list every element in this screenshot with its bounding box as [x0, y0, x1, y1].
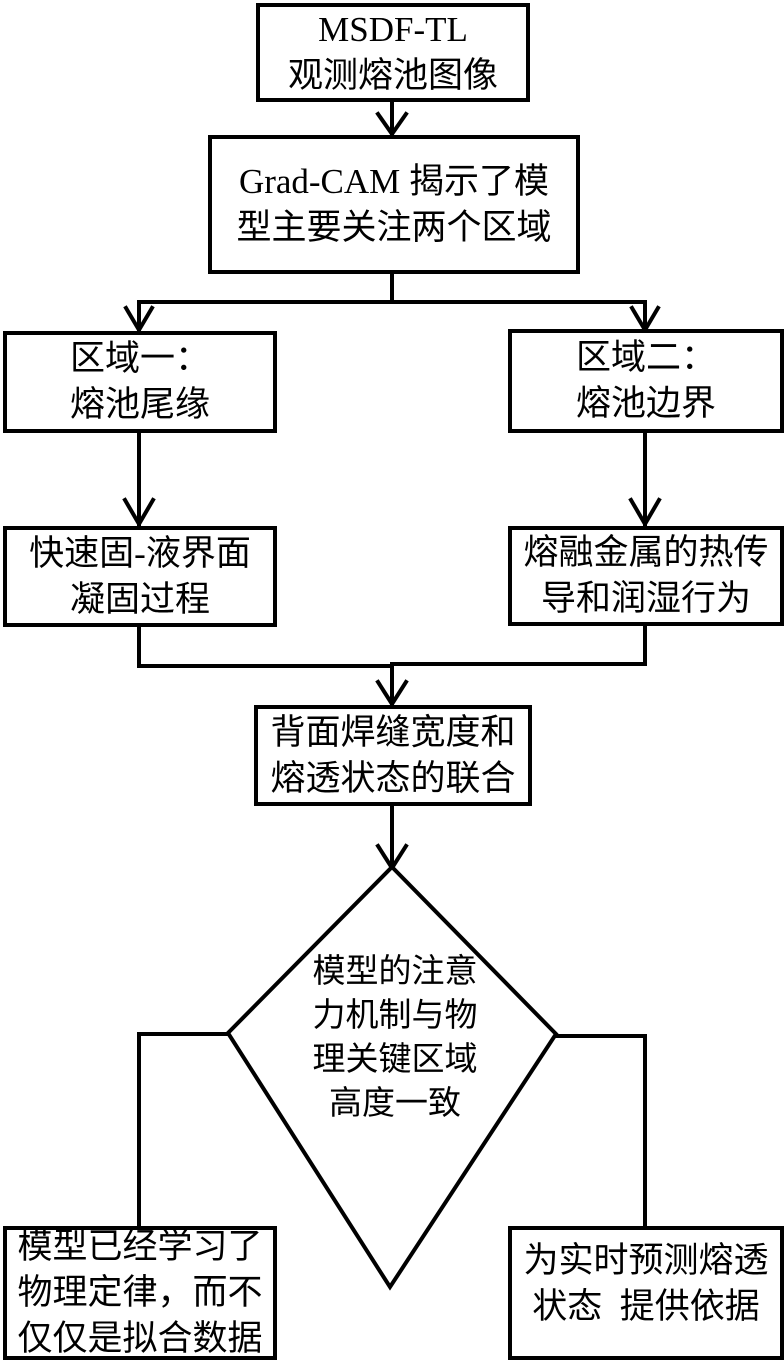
node-text: MSDF-TL [318, 9, 468, 49]
node-text: 熔池尾缘 [69, 385, 210, 424]
node-text: 型主要关注两个区域 [236, 207, 552, 247]
connector-process2-join [390, 623, 647, 666]
arrowhead-process1 [122, 497, 156, 528]
node-text: 高度一致 [329, 1086, 461, 1122]
node-text: 模型的注意 [312, 954, 478, 990]
result2-node: 为实时预测熔透 状态 提供依据 [508, 1226, 784, 1360]
node-text: 区域一： [69, 339, 210, 378]
region2-node: 区域二： 熔池边界 [508, 329, 784, 433]
node-text: 熔池边界 [575, 384, 716, 423]
decision-text: 模型的注意 力机制与物 理关键区域 高度一致 [290, 950, 500, 1126]
decision-diamond [225, 864, 559, 1291]
node-text: 快速固-液界面 [29, 533, 251, 573]
result1-node: 模型已经学习了 物理定律，而不 仅仅是拟合数据 [3, 1226, 277, 1360]
node-text: 熔融金属的热传 [523, 533, 769, 572]
node-text: 观测熔池图像 [287, 55, 498, 95]
node-text: 力机制与物 [312, 998, 478, 1034]
node-text: 凝固过程 [69, 579, 210, 619]
node-text: 为实时预测熔透 [523, 1241, 769, 1280]
node-text: 熔透状态的联合 [270, 758, 516, 798]
region1-node: 区域一： 熔池尾缘 [3, 331, 277, 433]
node-text: 仅仅是拟合数据 [17, 1319, 263, 1358]
node-text: 理关键区域 [312, 1042, 478, 1078]
node-text: 背面焊缝宽度和 [270, 712, 516, 752]
joint-node: 背面焊缝宽度和 熔透状态的联合 [254, 705, 532, 806]
arrowhead-joint [375, 679, 409, 708]
node-text: 导和润湿行为 [540, 579, 751, 618]
start-node: MSDF-TL 观测熔池图像 [256, 3, 530, 102]
node-text: 模型已经学习了 [17, 1227, 263, 1266]
gradcam-node: Grad-CAM 揭示了模 型主要关注两个区域 [208, 135, 580, 274]
arrowhead-region1 [123, 305, 155, 334]
process2-node: 熔融金属的热传 导和润湿行为 [508, 526, 784, 626]
node-text: Grad-CAM 揭示了模 [238, 161, 550, 201]
process1-node: 快速固-液界面 凝固过程 [3, 526, 277, 627]
arrowhead-process2 [628, 497, 662, 528]
node-text: 物理定律，而不 [17, 1273, 263, 1312]
node-text: 区域二： [575, 338, 716, 377]
arrowhead-gradcam [375, 111, 409, 138]
node-text: 状态 提供依据 [532, 1287, 760, 1326]
connector-process1-join [137, 623, 394, 668]
